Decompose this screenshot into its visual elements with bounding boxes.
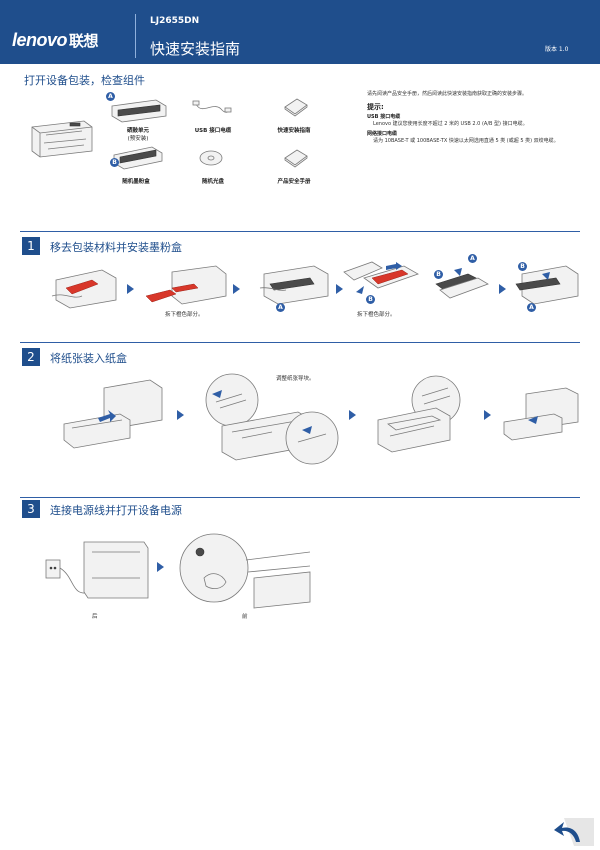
- step2-load-paper-illustration: [377, 375, 461, 453]
- item-label-toner: 随机墨粉盒: [122, 179, 150, 185]
- step1-install-drum-illustration: [515, 265, 579, 305]
- return-arrow-icon: [554, 818, 594, 846]
- step1-badge-b-2: B: [434, 270, 443, 279]
- header-divider: [135, 14, 136, 58]
- toner-cartridge-illustration: [113, 146, 163, 170]
- step1-remove-drum-illustration: [259, 265, 329, 305]
- step1-arrow-4: [499, 284, 506, 294]
- unpack-title: 打开设备包装，检查组件: [24, 74, 145, 87]
- item-label-drum: 硒鼓单元 (预安装): [126, 128, 149, 142]
- brand-name: lenovo: [12, 30, 68, 50]
- step2-number: 2: [22, 348, 40, 366]
- note-usb: USB 接口电缆 Lenovo 建议您使用长度不超过 2 米的 USB 2.0 …: [367, 114, 528, 127]
- step2-insert-tray-illustration: [503, 387, 579, 441]
- step2-arrow-2: [349, 410, 356, 420]
- usb-cable-illustration: [192, 100, 232, 113]
- model-number: LJ2655DN: [150, 16, 200, 26]
- step2-title: 将纸张装入纸盒: [50, 352, 127, 365]
- item-badge-a: A: [106, 92, 115, 101]
- item-badge-b: B: [110, 158, 119, 167]
- step3-number: 3: [22, 500, 40, 518]
- item-label-usb-cable: USB 接口电缆: [194, 128, 232, 134]
- drum-unit-illustration: [111, 99, 167, 123]
- step1-caption-1: 拆下橙色部分。: [165, 312, 204, 318]
- step2-adjust-guides-illustration: [205, 373, 339, 465]
- step1-arrow-3: [336, 284, 343, 294]
- step3-title: 连接电源线并打开设备电源: [50, 504, 182, 517]
- printer-illustration: [31, 120, 93, 158]
- step3-arrow-1: [157, 562, 164, 572]
- quick-guide-illustration: [284, 98, 308, 117]
- step1-insert-toner-illustration: [435, 268, 489, 299]
- step1-arrow-1: [127, 284, 134, 294]
- tips-title: 提示:: [367, 103, 384, 111]
- header-bar: [0, 0, 600, 64]
- step2-caption-guide: 调整纸张导块。: [276, 376, 315, 382]
- step2-arrow-1: [177, 410, 184, 420]
- step1-badge-b-1: B: [366, 295, 375, 304]
- step3-caption-front: 前: [242, 614, 248, 620]
- step3-power-cord-illustration: [45, 541, 149, 599]
- step1-title: 移去包装材料并安装墨粉盒: [50, 241, 182, 254]
- step1-unpack-toner-illustration: [343, 261, 419, 294]
- step1-badge-b-3: B: [518, 262, 527, 271]
- step1-caption-2: 拆下橙色部分。: [357, 312, 396, 318]
- step2-divider: [20, 342, 580, 343]
- item-label-cd: 随机光盘: [201, 179, 224, 185]
- step3-divider: [20, 497, 580, 498]
- step1-pull-orange-illustration: [145, 265, 227, 305]
- step3-power-button-illustration: [179, 533, 311, 609]
- step2-arrow-3: [484, 410, 491, 420]
- cd-illustration: [199, 150, 223, 166]
- item-label-quick-guide: 快速安装指南: [277, 128, 311, 134]
- page-title: 快速安装指南: [150, 40, 241, 58]
- item-label-safety-manual: 产品安全手册: [277, 179, 311, 185]
- version-label: 版本 1.0: [545, 46, 569, 53]
- step3-caption-rear: 后: [92, 614, 98, 620]
- step1-badge-a-1: A: [276, 303, 285, 312]
- note-network: 网络接口电缆 请为 10BASE-T 或 100BASE-TX 快速以太网选用直…: [367, 131, 559, 144]
- safety-manual-illustration: [284, 149, 308, 168]
- step2-pull-tray-illustration: [63, 379, 163, 449]
- step1-badge-a-2: A: [468, 254, 477, 263]
- step1-divider: [20, 231, 580, 232]
- step1-remove-packing-illustration: [51, 269, 117, 309]
- brand-name-cn: 联想: [69, 33, 99, 50]
- step1-number: 1: [22, 237, 40, 255]
- intro-text: 请先阅读产品安全手册，然后阅读此快速安装指南获取正确的安装步骤。: [367, 91, 528, 97]
- step1-arrow-2: [233, 284, 240, 294]
- step1-badge-a-3: A: [527, 303, 536, 312]
